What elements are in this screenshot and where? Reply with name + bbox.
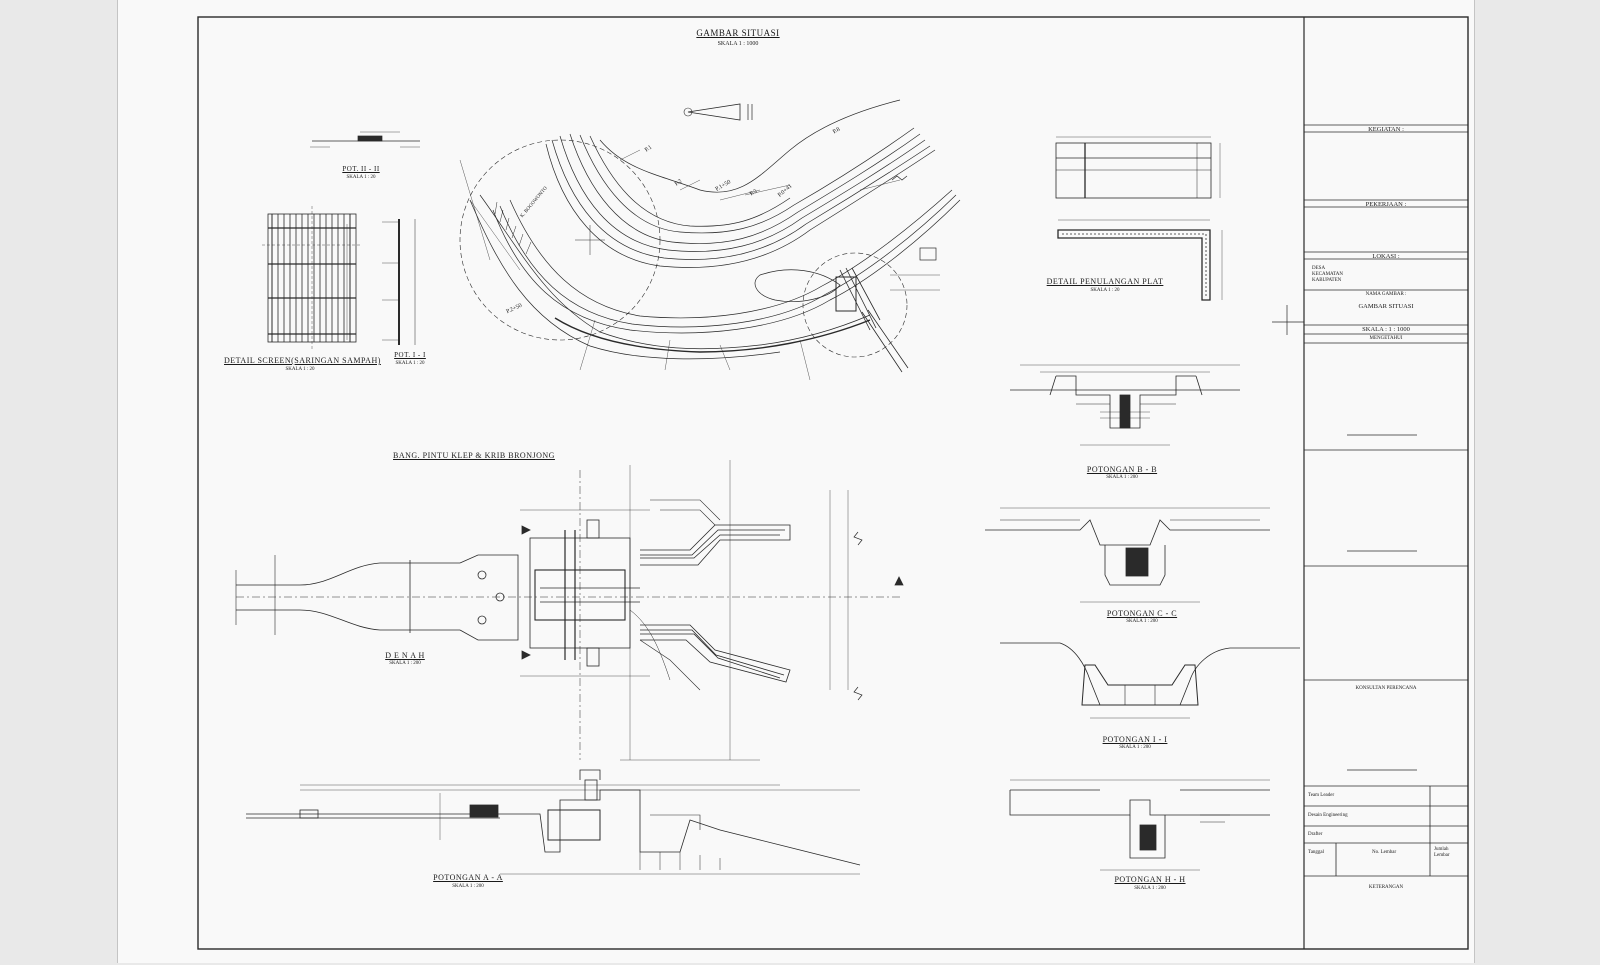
tb-lokasi: LOKASI : xyxy=(1372,253,1400,260)
pot-cc-scale: SKALA 1 : 200 xyxy=(1126,619,1158,624)
tb-drafter: Drafter xyxy=(1308,832,1323,837)
tb-team-leader: Team Leader xyxy=(1308,793,1335,798)
pot-11-title: POTONGAN I - I xyxy=(1102,735,1168,744)
pot-hh-scale: SKALA 1 : 200 xyxy=(1134,886,1166,891)
tb-nama-gambar-label: NAMA GAMBAR : xyxy=(1365,292,1407,297)
pot-aa-scale: SKALA 1 : 200 xyxy=(452,884,484,889)
drawing-sheet xyxy=(117,0,1475,963)
bang-title: BANG. PINTU KLEP & KRIB BRONJONG xyxy=(393,451,555,460)
tb-kegiatan: KEGIATAN : xyxy=(1368,126,1404,133)
detail-plat xyxy=(1055,136,1223,301)
sheet-frame xyxy=(197,16,1469,950)
tb-kecamatan: KECAMATAN xyxy=(1312,272,1343,277)
detail-screen xyxy=(262,206,416,350)
crosshair-mark xyxy=(1272,305,1304,335)
screen-title: DETAIL SCREEN(SARINGAN SAMPAH) xyxy=(224,356,381,365)
pot-11-scale: SKALA 1 : 200 xyxy=(1119,745,1151,750)
potongan-11 xyxy=(1000,642,1300,719)
tb-kabupaten: KABUPATEN xyxy=(1312,278,1342,283)
tb-pekerjaan: PEKERJAAN : xyxy=(1365,201,1407,208)
potongan-cc xyxy=(985,507,1270,603)
tb-skala: SKALA : 1 : 1000 xyxy=(1362,326,1410,333)
pot-ii-title: POT. II - II xyxy=(342,165,380,173)
tb-konsultan: KONSULTAN PERENCANA xyxy=(1355,686,1417,691)
pot-i-scale: SKALA 1 : 20 xyxy=(395,361,425,366)
situasi-scale: SKALA 1 : 1000 xyxy=(717,41,759,47)
tb-tanggal: Tanggal xyxy=(1308,850,1325,855)
plat-scale: SKALA 1 : 20 xyxy=(1090,288,1120,293)
potongan-aa xyxy=(246,769,861,875)
site-plan xyxy=(459,99,961,381)
tb-keterangan: KETERANGAN xyxy=(1368,885,1404,890)
pot-ii-section xyxy=(310,131,420,148)
tb-design-engineering: Desain Engineering xyxy=(1308,813,1348,818)
pot-i-title: POT. I - I xyxy=(394,351,426,359)
pot-bb-scale: SKALA 1 : 200 xyxy=(1106,475,1138,480)
pot-bb-title: POTONGAN B - B xyxy=(1086,465,1158,474)
plat-title: DETAIL PENULANGAN PLAT xyxy=(1046,277,1164,286)
pot-aa-title: POTONGAN A - A xyxy=(433,873,503,882)
denah-plan xyxy=(235,460,904,761)
denah-title: D E N A H xyxy=(385,651,425,660)
tb-mengetahui: MENGETAHUI xyxy=(1369,336,1403,341)
tb-nama-gambar: GAMBAR SITUASI xyxy=(1358,303,1414,310)
tb-desa: DESA xyxy=(1312,266,1326,271)
situasi-title: GAMBAR SITUASI xyxy=(696,28,780,38)
break-symbols xyxy=(853,175,908,701)
pot-hh-title: POTONGAN H - H xyxy=(1114,875,1186,884)
tb-jumlah-lembar: Jumlah Lembar xyxy=(1434,847,1450,858)
denah-scale: SKALA 1 : 200 xyxy=(389,661,421,666)
screen-scale: SKALA 1 : 20 xyxy=(285,367,315,372)
potongan-bb xyxy=(1010,364,1240,446)
title-block-lines xyxy=(1304,124,1468,877)
pot-cc-title: POTONGAN C - C xyxy=(1106,609,1178,618)
potongan-hh xyxy=(1009,779,1270,871)
pot-ii-scale: SKALA 1 : 20 xyxy=(346,175,376,180)
tb-no-lembar: No. Lembar xyxy=(1372,850,1397,855)
